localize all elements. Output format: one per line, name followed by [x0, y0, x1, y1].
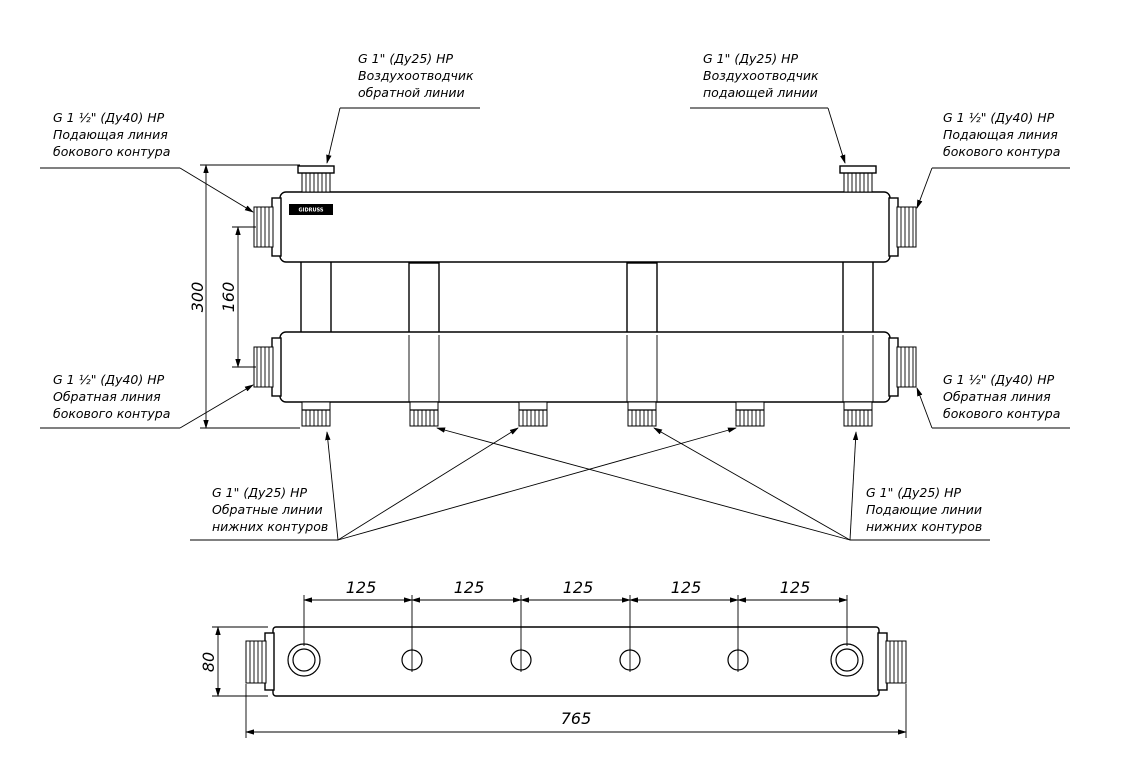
side-fitting-lower-left: [253, 337, 282, 397]
svg-text:Обратная линия: Обратная линия: [943, 389, 1051, 404]
svg-text:бокового контура: бокового контура: [53, 144, 170, 159]
dimension-300: 300: [188, 282, 207, 313]
label-left-side-return: G 1 ½" (Ду40) НР Обратная линия бокового…: [40, 372, 254, 429]
label-bottom-supply-lines: G 1" (Ду25) НР Подающие линии нижних кон…: [436, 427, 990, 541]
svg-text:G 1" (Ду25) НР: G 1" (Ду25) НР: [866, 485, 962, 500]
svg-text:Подающая линия: Подающая линия: [53, 127, 168, 142]
svg-text:G 1 ½" (Ду40) НР: G 1 ½" (Ду40) НР: [943, 110, 1055, 125]
svg-text:G 1" (Ду25) НР: G 1" (Ду25) НР: [703, 51, 799, 66]
svg-text:бокового контура: бокового контура: [943, 144, 1060, 159]
top-fitting-right: [839, 165, 877, 193]
svg-text:G 1 ½" (Ду40) НР: G 1 ½" (Ду40) НР: [53, 372, 165, 387]
svg-text:Подающая линия: Подающая линия: [943, 127, 1058, 142]
tube-through-lines: [300, 262, 874, 402]
svg-text:нижних контуров: нижних контуров: [866, 519, 982, 534]
plan-header-body: [272, 626, 880, 697]
svg-text:G 1" (Ду25) НР: G 1" (Ду25) НР: [358, 51, 454, 66]
svg-text:Обратная линия: Обратная линия: [53, 389, 161, 404]
side-fitting-upper-left: [253, 197, 282, 257]
connector-tube-2: [408, 262, 440, 336]
svg-text:нижних контуров: нижних контуров: [212, 519, 328, 534]
bottom-outlet-4: [627, 401, 657, 427]
label-air-vent-supply: G 1" (Ду25) НР Воздухоотводчик подающей …: [690, 51, 846, 164]
dimension-765: 765: [561, 709, 592, 728]
front-dimensions: 300 160: [188, 164, 300, 429]
svg-text:G 1 ½" (Ду40) НР: G 1 ½" (Ду40) НР: [53, 110, 165, 125]
brand-logo: GIDRUSS: [289, 204, 333, 215]
bottom-outlet-1: [301, 401, 331, 427]
svg-text:обратной линии: обратной линии: [358, 85, 465, 100]
label-left-side-supply: G 1 ½" (Ду40) НР Подающая линия бокового…: [40, 110, 254, 213]
upper-header-pipe: [279, 191, 891, 263]
pitch-dimension-2: 125: [454, 578, 485, 597]
lower-header-pipe: [279, 331, 891, 403]
plan-dimensions: 125 125 125 125 125 80 765: [199, 578, 907, 738]
dimension-80: 80: [199, 652, 218, 672]
bottom-outlet-5: [735, 401, 765, 427]
svg-text:подающей линии: подающей линии: [703, 85, 818, 100]
label-bottom-return-lines: G 1" (Ду25) НР Обратные линии нижних кон…: [190, 427, 737, 541]
svg-text:Воздухоотводчик: Воздухоотводчик: [703, 68, 819, 83]
pitch-dimension-4: 125: [671, 578, 702, 597]
pitch-dimension-3: 125: [563, 578, 594, 597]
svg-text:G 1" (Ду25) НР: G 1" (Ду25) НР: [212, 485, 308, 500]
svg-text:Воздухоотводчик: Воздухоотводчик: [358, 68, 474, 83]
svg-text:бокового контура: бокового контура: [943, 406, 1060, 421]
pitch-dimension-5: 125: [780, 578, 811, 597]
side-fitting-lower-right: [888, 337, 917, 397]
svg-text:Обратные линии: Обратные линии: [212, 502, 323, 517]
plan-view: [245, 626, 907, 697]
svg-text:Подающие линии: Подающие линии: [866, 502, 982, 517]
top-fitting-left: [297, 165, 335, 193]
label-right-side-return: G 1 ½" (Ду40) НР Обратная линия бокового…: [916, 372, 1070, 429]
connector-tube-3: [626, 262, 658, 336]
label-right-side-supply: G 1 ½" (Ду40) НР Подающая линия бокового…: [916, 110, 1070, 209]
bottom-outlet-3: [518, 401, 548, 427]
brand-logo-text: GIDRUSS: [298, 208, 323, 214]
bottom-outlets: [301, 401, 873, 427]
svg-text:бокового контура: бокового контура: [53, 406, 170, 421]
bottom-outlet-6: [843, 401, 873, 427]
pitch-dimension-1: 125: [346, 578, 377, 597]
bottom-outlet-2: [409, 401, 439, 427]
label-air-vent-return: G 1" (Ду25) НР Воздухоотводчик обратной …: [326, 51, 480, 164]
dimension-160: 160: [219, 282, 238, 313]
front-view: GIDRUSS: [253, 165, 917, 427]
svg-text:G 1 ½" (Ду40) НР: G 1 ½" (Ду40) НР: [943, 372, 1055, 387]
side-fitting-upper-right: [888, 197, 917, 257]
